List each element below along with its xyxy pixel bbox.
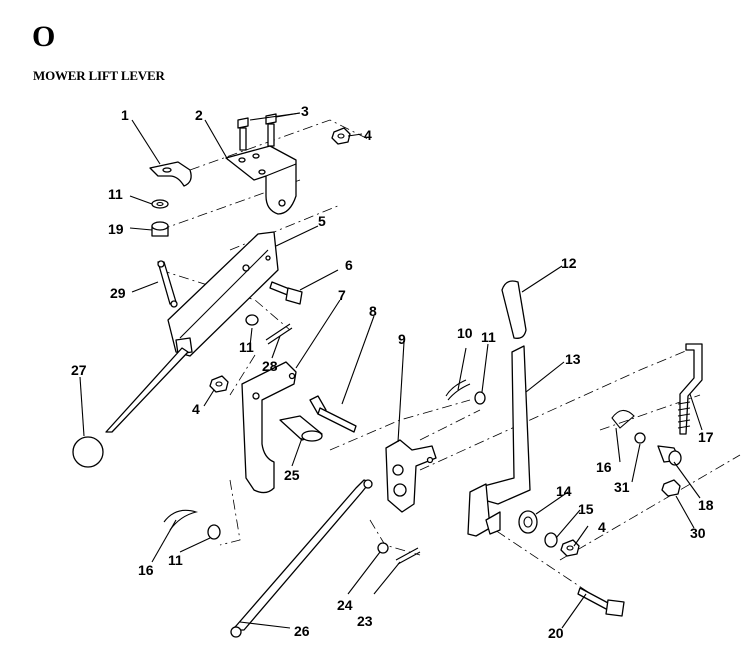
callout-11c: 11 bbox=[239, 339, 254, 355]
part-28-cotter-pin bbox=[265, 323, 293, 345]
callout-24: 24 bbox=[337, 597, 353, 613]
part-11-19-washers bbox=[151, 199, 486, 540]
callout-11b: 11 bbox=[481, 329, 496, 345]
part-30-31-nut-washer bbox=[634, 432, 681, 497]
callout-16b: 16 bbox=[138, 562, 154, 578]
callout-20: 20 bbox=[548, 625, 564, 641]
callout-29: 29 bbox=[110, 285, 126, 301]
callout-28: 28 bbox=[262, 358, 278, 374]
part-14-15-bushing-washer bbox=[518, 510, 558, 548]
callout-27: 27 bbox=[71, 362, 87, 378]
part-10-cotter-pin bbox=[445, 379, 471, 401]
section-letter: O bbox=[32, 20, 56, 53]
callout-4a: 4 bbox=[364, 127, 372, 143]
callout-4c: 4 bbox=[598, 519, 606, 535]
part-1-clip bbox=[149, 161, 192, 187]
callout-leaders bbox=[79, 112, 703, 629]
callout-9: 9 bbox=[398, 331, 406, 347]
callout-26: 26 bbox=[294, 623, 310, 639]
part-27-rod-knob bbox=[72, 347, 189, 468]
callout-13: 13 bbox=[565, 351, 581, 367]
part-3-bolts bbox=[237, 113, 277, 151]
callout-11d: 11 bbox=[168, 552, 183, 568]
part-4-nuts bbox=[209, 127, 580, 557]
part-26-link-rod bbox=[230, 479, 373, 638]
callout-7: 7 bbox=[338, 287, 346, 303]
callout-18: 18 bbox=[698, 497, 714, 513]
callout-2: 2 bbox=[195, 107, 203, 123]
callout-4b: 4 bbox=[192, 401, 200, 417]
callout-labels: 1 2 3 4 5 11 19 6 29 7 8 9 10 11 12 13 1… bbox=[71, 103, 714, 641]
section-title: MOWER LIFT LEVER bbox=[33, 68, 165, 83]
callout-17: 17 bbox=[698, 429, 714, 445]
callout-8: 8 bbox=[369, 303, 377, 319]
callout-25: 25 bbox=[284, 467, 300, 483]
callout-14: 14 bbox=[556, 483, 572, 499]
callout-12: 12 bbox=[561, 255, 577, 271]
callout-5: 5 bbox=[318, 213, 326, 229]
part-9-pivot-bracket bbox=[385, 439, 437, 513]
part-16-hairpin-clips bbox=[163, 409, 635, 531]
assembly-centerlines bbox=[159, 119, 741, 601]
callout-19: 19 bbox=[108, 221, 124, 237]
part-6-bolt bbox=[269, 281, 303, 305]
part-2-bracket bbox=[225, 145, 297, 215]
callout-31: 31 bbox=[614, 479, 630, 495]
callout-15: 15 bbox=[578, 501, 594, 517]
part-20-bolt bbox=[577, 587, 625, 617]
callout-1: 1 bbox=[121, 107, 129, 123]
part-8-bolt bbox=[309, 395, 357, 433]
callout-23: 23 bbox=[357, 613, 373, 629]
part-25-spacer bbox=[279, 415, 323, 442]
callout-3: 3 bbox=[301, 103, 309, 119]
part-13-lever bbox=[467, 345, 531, 537]
callout-6: 6 bbox=[345, 257, 353, 273]
callout-30: 30 bbox=[690, 525, 706, 541]
part-18-swivel bbox=[657, 445, 682, 466]
part-12-handle-grip bbox=[501, 280, 527, 339]
part-17-threaded-rod bbox=[677, 343, 703, 435]
part-29-link bbox=[157, 260, 178, 308]
callout-16a: 16 bbox=[596, 459, 612, 475]
callout-10: 10 bbox=[457, 325, 473, 341]
part-5-lift-arm bbox=[167, 231, 279, 357]
callout-11a: 11 bbox=[108, 186, 123, 202]
part-7-plate bbox=[241, 361, 297, 494]
part-23-24-pin-washer bbox=[377, 542, 421, 565]
